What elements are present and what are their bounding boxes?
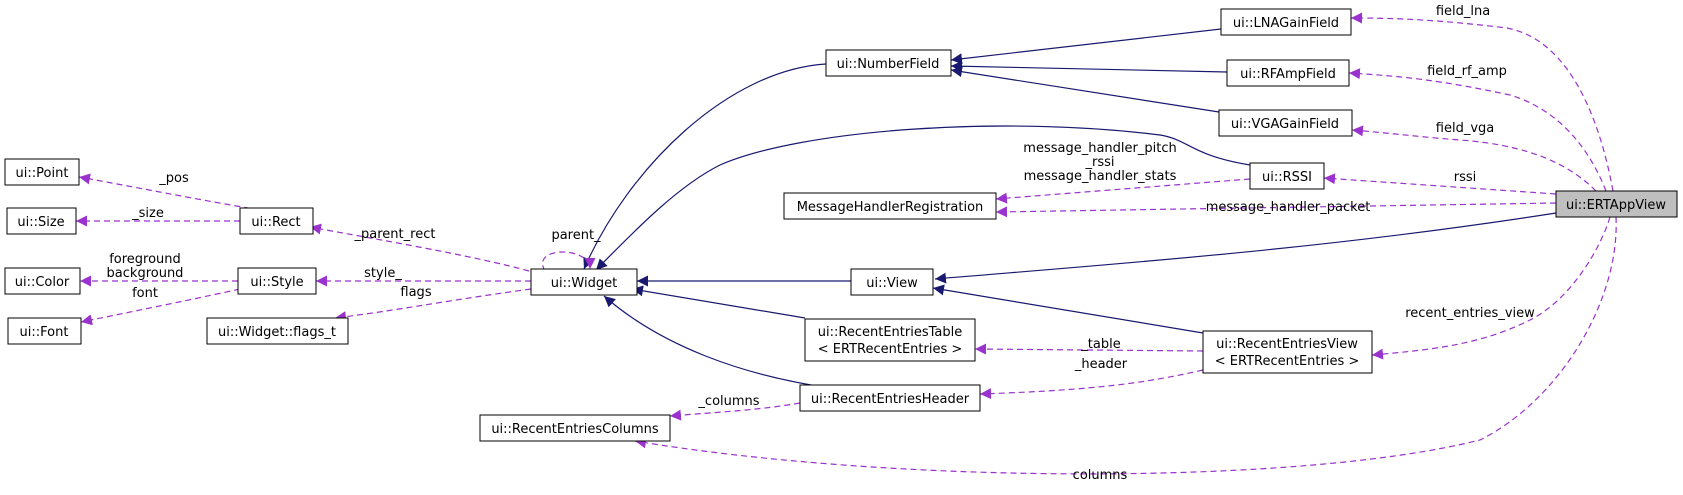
node-ui-rssi[interactable]: ui::RSSI <box>1249 162 1325 190</box>
edge-numberfield-to-widget <box>583 63 827 270</box>
node-label: ui::Style <box>250 275 303 290</box>
node-ui-lnagainfield[interactable]: ui::LNAGainField <box>1220 8 1352 36</box>
node-label: ui::Widget::flags_t <box>218 325 336 340</box>
node-label: ui::Rect <box>251 215 300 230</box>
edge-rfamp-to-numberfield <box>950 60 1228 73</box>
nodes: ui::ERTAppView ui::LNAGainField ui::RFAm… <box>4 8 1678 442</box>
edge-label-field-lna: field_lna <box>1436 4 1490 19</box>
node-ui-recententriestable[interactable]: ui::RecentEntriesTable < ERTRecentEntrie… <box>804 318 976 362</box>
edge-label-background: background <box>107 266 184 281</box>
edge-widget-parent-rect <box>309 223 530 272</box>
edge-rheader-to-widget <box>603 295 831 389</box>
usage-edges <box>76 12 1617 475</box>
edge-vga-to-numberfield <box>950 66 1220 113</box>
node-label: ui::LNAGainField <box>1233 16 1339 31</box>
node-ui-recententriesview[interactable]: ui::RecentEntriesView < ERTRecentEntries… <box>1202 330 1373 374</box>
edge-label-pos: _pos <box>158 171 189 186</box>
node-label: ui::ERTAppView <box>1566 198 1666 213</box>
node-ui-rfampfield[interactable]: ui::RFAmpField <box>1226 59 1350 87</box>
edge-label-font: font <box>132 286 158 301</box>
node-label-line-2: < ERTRecentEntries > <box>1215 354 1360 369</box>
node-label: ui::Point <box>16 166 69 181</box>
edge-erta-field-rf-amp <box>1348 68 1607 192</box>
node-label: MessageHandlerRegistration <box>797 200 984 215</box>
edge-widget-parent-self <box>542 251 596 272</box>
edge-label-rssi: rssi <box>1454 170 1477 185</box>
node-messagehandlerregistration[interactable]: MessageHandlerRegistration <box>783 192 997 220</box>
edge-widget-flags <box>334 288 532 323</box>
edge-rssi-to-widget <box>595 125 1251 271</box>
node-ui-point[interactable]: ui::Point <box>4 158 80 186</box>
node-ui-ertappview[interactable]: ui::ERTAppView <box>1555 190 1678 218</box>
node-ui-font[interactable]: ui::Font <box>7 317 82 345</box>
node-ui-color[interactable]: ui::Color <box>4 267 81 295</box>
node-label: ui::RFAmpField <box>1240 67 1336 82</box>
node-ui-recententriescolumns[interactable]: ui::RecentEntriesColumns <box>479 414 671 442</box>
edge-labels: field_lna field_rf_amp field_vga rssi me… <box>107 4 1536 483</box>
node-label: ui::RSSI <box>1262 170 1312 185</box>
node-label: ui::Size <box>17 215 64 230</box>
edge-erta-rssi <box>1323 173 1557 195</box>
edge-rheader-columns <box>669 402 801 421</box>
node-label: ui::Color <box>15 275 70 290</box>
edge-label-columns-member: _columns <box>697 394 759 409</box>
edge-label-header: _header <box>1074 357 1128 372</box>
node-label-line-1: ui::RecentEntriesTable <box>818 325 962 340</box>
node-label: ui::RecentEntriesHeader <box>811 392 970 407</box>
node-ui-view[interactable]: ui::View <box>850 268 934 296</box>
node-ui-widget-flags-t[interactable]: ui::Widget::flags_t <box>206 317 349 345</box>
edge-label-style: style_ <box>364 266 402 281</box>
node-label: ui::RecentEntriesColumns <box>491 422 659 437</box>
edge-label-field-rf-amp: field_rf_amp <box>1427 64 1507 79</box>
node-ui-size[interactable]: ui::Size <box>6 207 77 235</box>
node-ui-widget[interactable]: ui::Widget <box>530 268 638 296</box>
edge-label-columns: columns <box>1073 468 1128 483</box>
node-label: ui::Widget <box>551 276 617 291</box>
node-label-line-2: < ERTRecentEntries > <box>818 342 963 357</box>
edge-label-message-handler-packet: message_handler_packet <box>1206 200 1371 215</box>
edge-rview-header <box>979 369 1204 400</box>
edge-label-table: _table <box>1080 337 1120 352</box>
node-ui-vgagainfield[interactable]: ui::VGAGainField <box>1218 109 1353 137</box>
edge-rtable-to-widget <box>631 285 806 319</box>
edge-lna-to-numberfield <box>950 28 1222 65</box>
edge-label-message-handler-pitch: message_handler_pitch <box>1023 141 1176 156</box>
edge-label-foreground: foreground <box>109 252 181 267</box>
edge-label-parent-rect: _parent_rect <box>354 227 436 242</box>
edge-label-message-handler-stats: message_handler_stats <box>1024 169 1177 184</box>
edge-erta-columns <box>634 216 1617 475</box>
node-label: ui::NumberField <box>837 57 940 72</box>
node-label: ui::View <box>866 276 918 291</box>
node-ui-numberfield[interactable]: ui::NumberField <box>825 49 952 77</box>
edge-rssi-message-handler <box>995 178 1251 204</box>
node-ui-rect[interactable]: ui::Rect <box>239 207 314 235</box>
edge-erta-field-lna <box>1350 12 1614 192</box>
edge-rview-table <box>974 343 1204 355</box>
node-label: ui::Font <box>20 325 69 340</box>
edge-label-recent-entries-view: recent_entries_view <box>1405 306 1535 321</box>
edge-style-font <box>80 288 241 326</box>
edge-label-rssi-member: _rssi <box>1084 155 1114 170</box>
edge-label-parent: parent_ <box>551 228 601 243</box>
edge-erta-field-vga <box>1351 125 1597 192</box>
node-ui-style[interactable]: ui::Style <box>237 267 317 295</box>
edge-label-field-vga: field_vga <box>1436 121 1494 136</box>
node-label-line-1: ui::RecentEntriesView <box>1216 337 1358 352</box>
edge-rview-to-view <box>932 284 1204 334</box>
edge-rect-pos <box>78 173 261 211</box>
node-ui-recententriesheader[interactable]: ui::RecentEntriesHeader <box>799 384 981 412</box>
edge-erta-to-view <box>934 212 1557 284</box>
edge-erta-recent-entries-view <box>1371 216 1611 360</box>
inheritance-edges <box>583 28 1557 389</box>
edge-label-flags: flags <box>400 285 431 300</box>
edge-erta-message-handler-packet <box>995 202 1557 218</box>
node-label: ui::VGAGainField <box>1231 117 1339 132</box>
edge-label-size: _size <box>131 206 164 221</box>
